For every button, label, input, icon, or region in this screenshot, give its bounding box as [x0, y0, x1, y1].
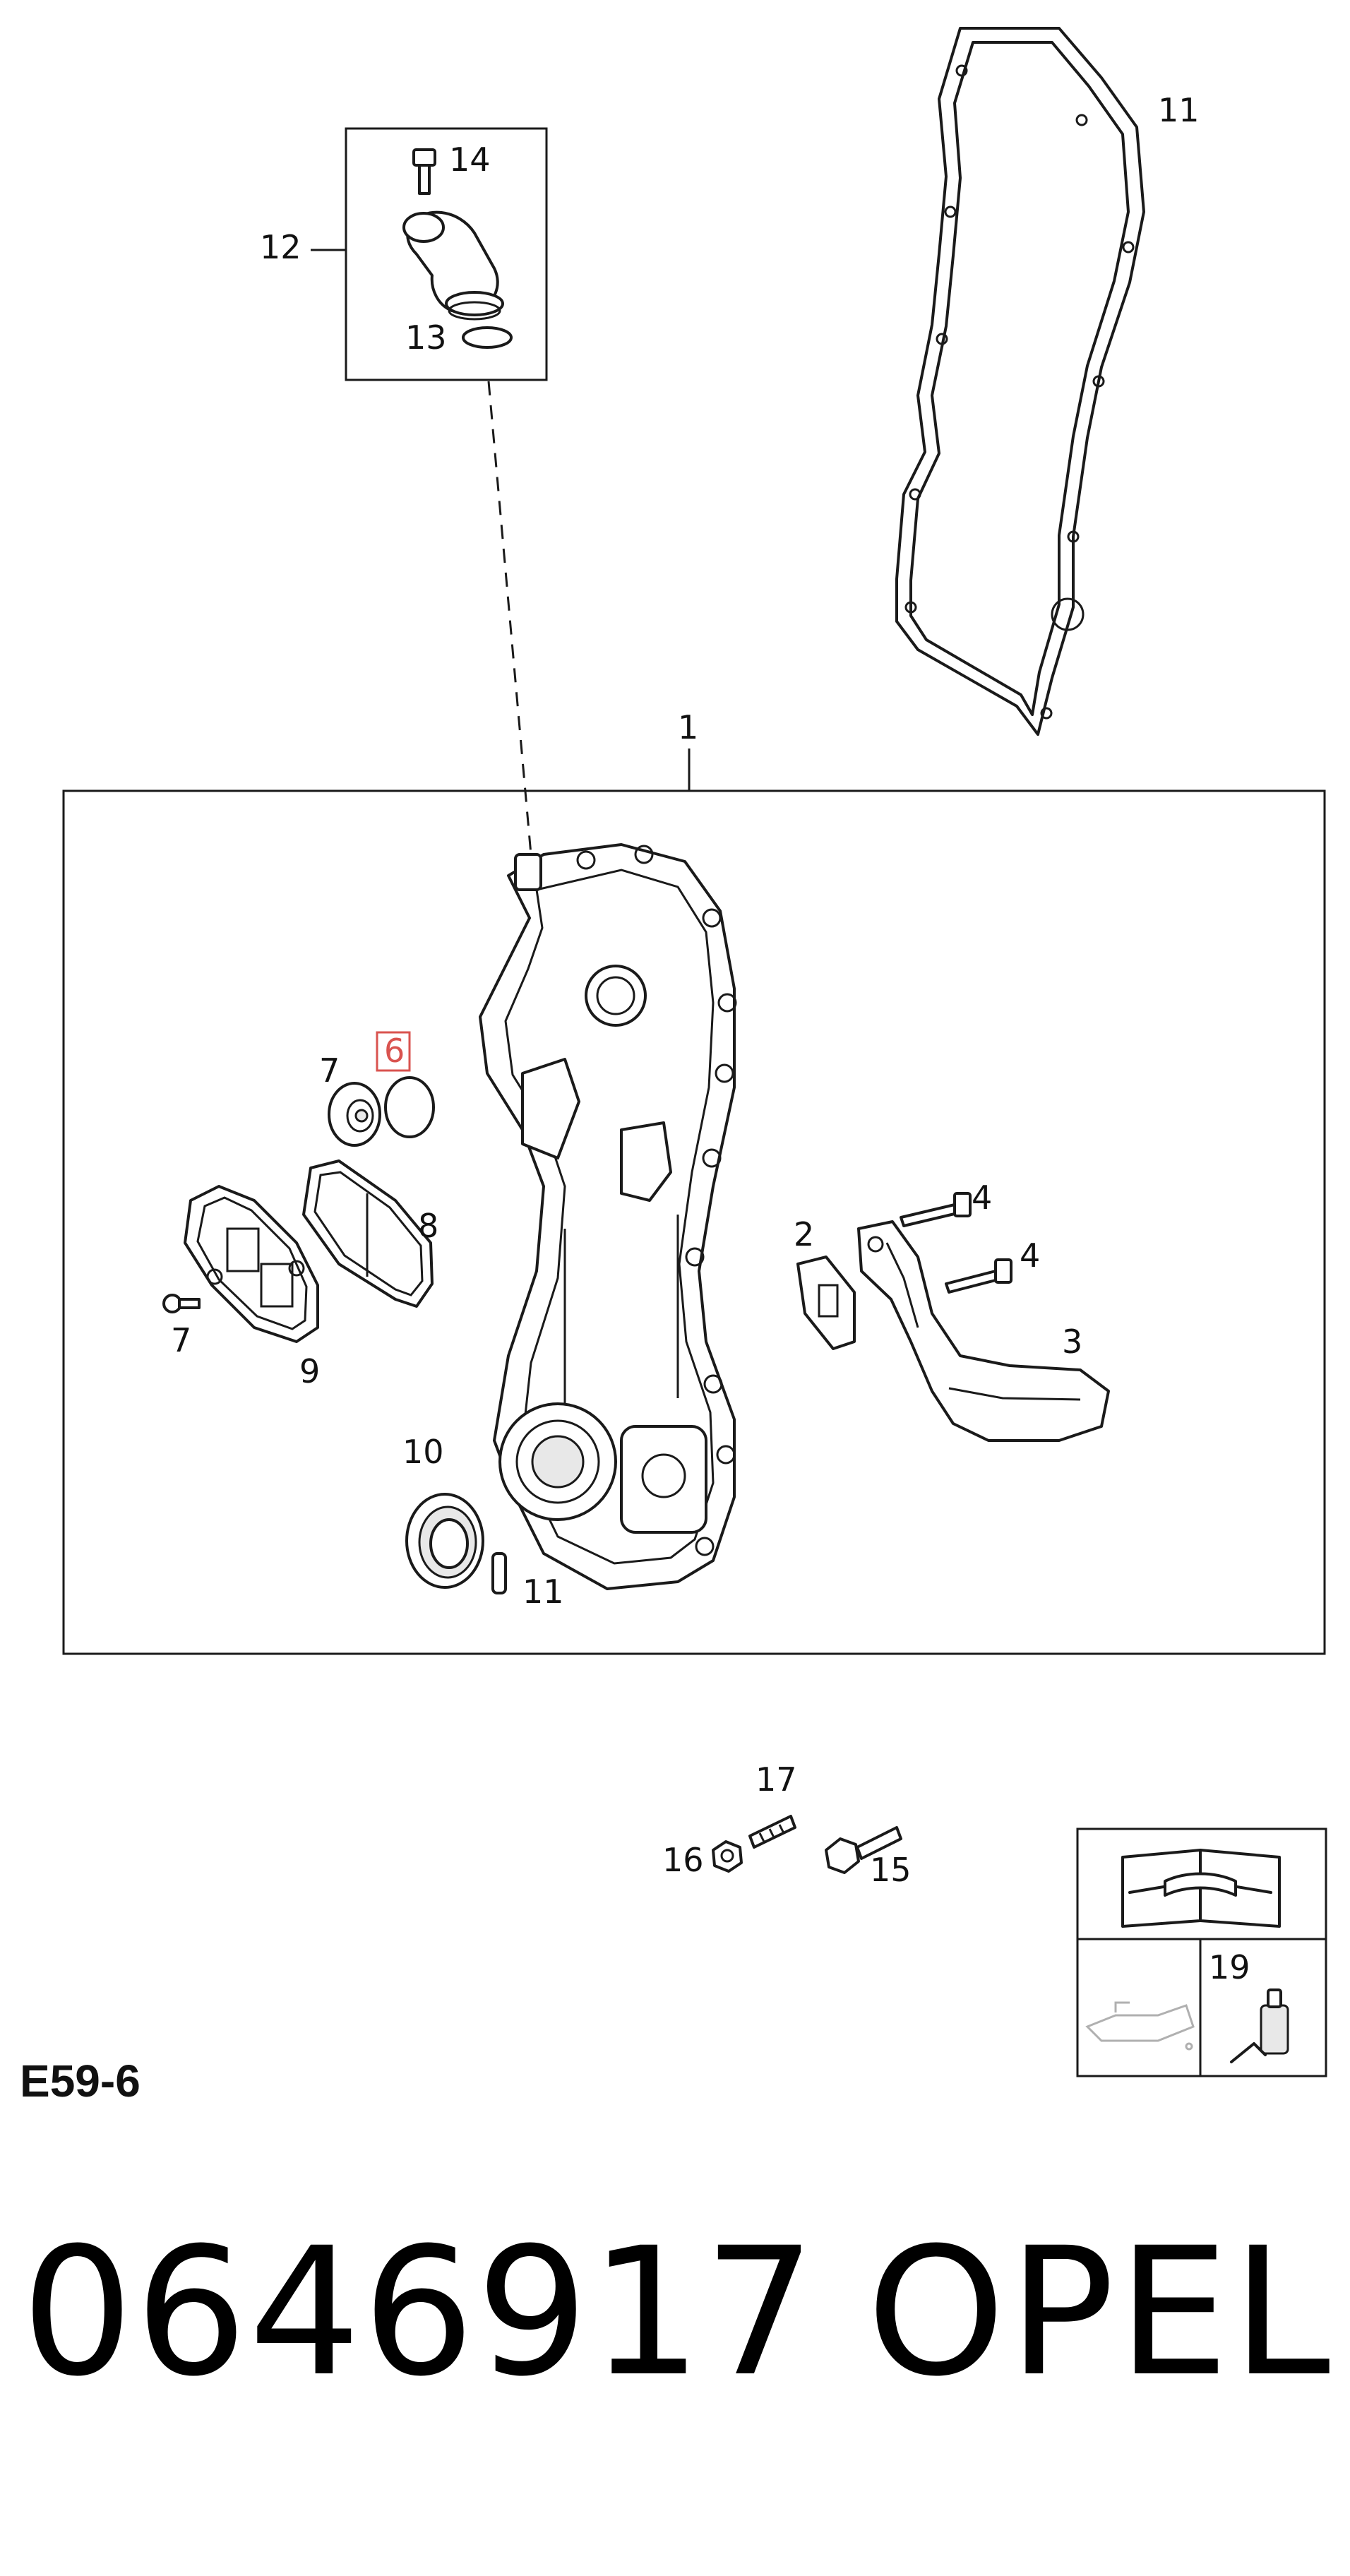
- oil-can-icon: [1085, 2001, 1195, 2051]
- o-ring-6: [384, 1076, 435, 1138]
- gasket-2: [796, 1256, 856, 1350]
- connector-line: [487, 381, 532, 855]
- callout-18: 17: [755, 1760, 797, 1799]
- sealant-bottle-icon: [1230, 1988, 1289, 2063]
- gasket-7: [302, 1159, 434, 1308]
- brand-name: OPEL: [866, 2210, 1333, 2415]
- callout-19: 19: [1209, 1948, 1250, 1986]
- timing-cover: [479, 843, 737, 1590]
- bolt-8: [162, 1294, 201, 1313]
- callout-16: 15: [870, 1851, 912, 1889]
- callout-11: 11: [522, 1573, 564, 1611]
- bolt-15: [412, 148, 436, 195]
- callout-17: 16: [662, 1841, 704, 1879]
- main-assembly-frame: [62, 789, 1326, 1655]
- callout-1: 1: [678, 708, 698, 746]
- callout-15: 14: [449, 141, 491, 179]
- callout-9: 9: [299, 1352, 320, 1390]
- callout-5: 7: [319, 1051, 340, 1090]
- bolt-4a: [900, 1192, 972, 1227]
- housing-9: [184, 1185, 319, 1343]
- callout-14: 13: [405, 318, 447, 357]
- stud-18: [748, 1815, 796, 1849]
- callout-13: 12: [260, 228, 301, 266]
- nut-17: [712, 1840, 743, 1873]
- o-ring-14: [462, 326, 513, 349]
- callout-4a: 4: [972, 1179, 992, 1217]
- highlight-box-6: [376, 1031, 411, 1072]
- part-number: 0646917: [21, 2210, 818, 2415]
- legend-box: [1076, 1827, 1327, 2077]
- crank-seal-10: [405, 1493, 484, 1589]
- callout-10: 10: [402, 1433, 444, 1471]
- detail-box-13: [345, 127, 548, 381]
- callout-7: 8: [418, 1207, 438, 1245]
- callout-12: 11: [1158, 91, 1200, 129]
- oil-pickup-3: [857, 1220, 1110, 1442]
- coolant-outlet-elbow: [402, 210, 504, 321]
- callout-6: 6: [384, 1032, 405, 1070]
- bolt-16: [825, 1826, 902, 1874]
- cap-5: [328, 1082, 381, 1147]
- timing-cover-gasket: [895, 27, 1145, 736]
- diagram-code: E59-6: [20, 2056, 141, 2106]
- callout-3: 3: [1062, 1323, 1082, 1361]
- repair-manual-icon: [1121, 1849, 1281, 1928]
- callout-2: 2: [794, 1215, 814, 1253]
- callout-8: 7: [171, 1321, 191, 1359]
- dowel-11: [491, 1552, 507, 1594]
- callout-4b: 4: [1020, 1236, 1040, 1275]
- bolt-4b: [945, 1258, 1012, 1294]
